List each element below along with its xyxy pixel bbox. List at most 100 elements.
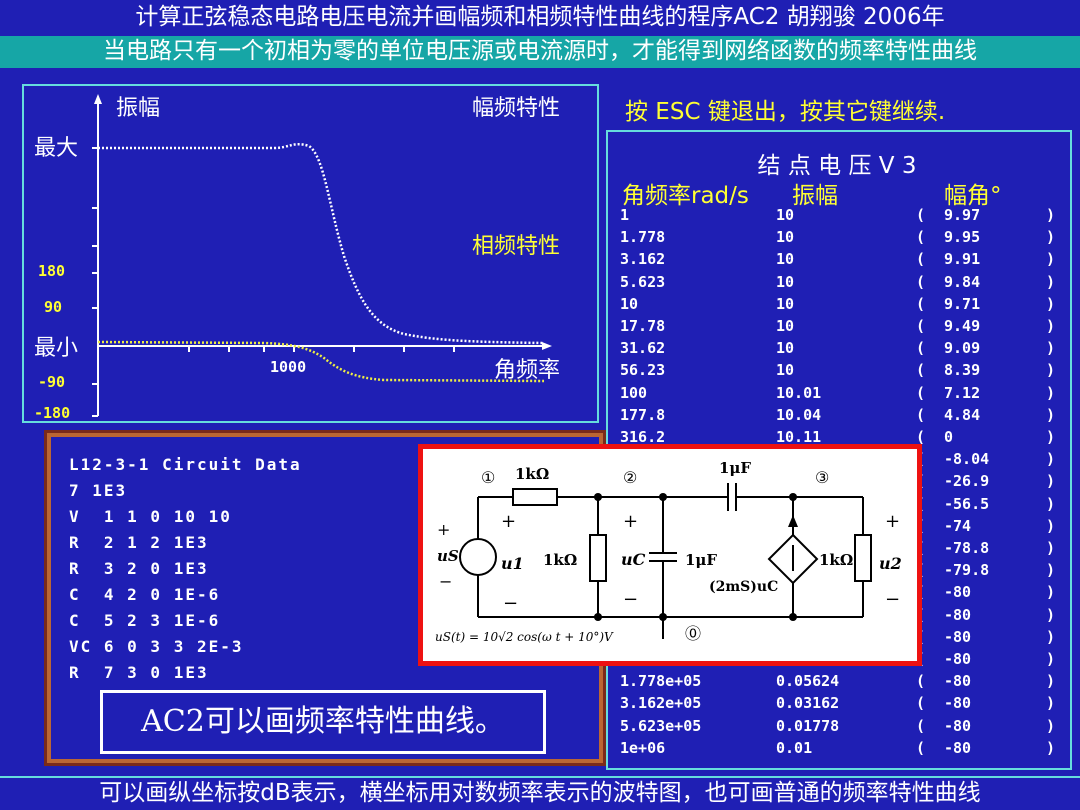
cell-phase: -79.8 — [944, 561, 990, 580]
ccs-arrow-icon — [788, 515, 798, 527]
cell-frequency: 1.778 — [620, 228, 666, 247]
y-tick-label-90: 90 — [44, 298, 63, 316]
circuit-data-line: C 5 2 3 1E-6 — [69, 611, 221, 630]
max-label: 最大 — [34, 136, 79, 161]
close-paren: ) — [1046, 250, 1056, 269]
cell-frequency: 5.623e+05 — [620, 716, 702, 735]
cell-amplitude: 10 — [776, 250, 795, 269]
close-paren: ) — [1046, 516, 1056, 535]
u2-label: u2 — [879, 554, 902, 573]
minus-sign: − — [439, 572, 452, 591]
junction-dot — [789, 493, 797, 501]
cell-phase: -56.5 — [944, 494, 990, 513]
close-paren: ) — [1046, 716, 1056, 735]
cell-frequency: 316.2 — [620, 428, 666, 446]
close-paren: ) — [1046, 317, 1056, 335]
open-paren: ( — [916, 361, 926, 380]
junction-dots — [594, 493, 797, 621]
r3-label: 1kΩ — [819, 551, 853, 569]
node-voltage-header: 结 点 电 压 V 3 — [757, 153, 917, 179]
y-ticks — [92, 147, 98, 417]
cell-phase: 9.95 — [944, 228, 981, 247]
ccs-label: (2mS)uC — [709, 579, 778, 595]
close-paren: ) — [1046, 672, 1056, 691]
cell-frequency: 5.623 — [620, 272, 666, 291]
circuit-data-line: R 7 3 0 1E3 — [69, 663, 209, 682]
junction-dot — [789, 613, 797, 621]
y-tick-label-neg180: -180 — [34, 404, 71, 422]
frequency-plot-panel: 振幅 幅频特性 相频特性 最大 最小 角频率 1000 180 90 -90 -… — [22, 84, 599, 423]
c2-label: 1μF — [719, 459, 751, 477]
circuit-diagram: ① 1kΩ ② 1μF ③ uS u1 1kΩ uC 1μF (2mS)uC 1… — [418, 444, 922, 666]
column-header-phase: 幅角° — [944, 183, 1002, 209]
minus-sign: − — [503, 593, 518, 614]
open-paren: ( — [916, 294, 926, 313]
cell-phase: 9.71 — [944, 294, 981, 313]
cell-frequency: 177.8 — [620, 405, 666, 424]
cell-amplitude: 10 — [776, 317, 795, 335]
close-paren: ) — [1046, 605, 1056, 624]
cell-phase: -80 — [944, 716, 972, 735]
plus-sign: + — [623, 511, 638, 532]
circuit-data-line: R 2 1 2 1E3 — [69, 533, 209, 552]
cell-frequency: 56.23 — [620, 361, 666, 380]
plus-sign: + — [885, 511, 900, 532]
close-paren: ) — [1046, 272, 1056, 291]
close-paren: ) — [1046, 228, 1056, 247]
close-paren: ) — [1046, 206, 1056, 224]
amplitude-axis-label: 振幅 — [116, 96, 161, 121]
open-paren: ( — [916, 716, 926, 735]
circuit-data-line: V 1 1 0 10 10 — [69, 507, 232, 526]
close-paren: ) — [1046, 450, 1056, 469]
cell-frequency: 3.162 — [620, 250, 666, 269]
close-paren: ) — [1046, 583, 1056, 602]
cell-amplitude: 10 — [776, 339, 795, 358]
cell-phase: -80 — [944, 627, 972, 646]
cell-phase: -80 — [944, 694, 972, 713]
cell-phase: -78.8 — [944, 539, 990, 557]
cell-amplitude: 10 — [776, 206, 795, 224]
cell-frequency: 17.78 — [620, 317, 666, 335]
plus-sign: + — [501, 511, 516, 532]
cell-phase: 9.09 — [944, 339, 981, 358]
open-paren: ( — [916, 738, 926, 757]
circuit-data-line: VC 6 0 3 3 2E-3 — [69, 637, 244, 656]
esc-instruction: 按 ESC 键退出，按其它键继续. — [625, 99, 946, 125]
cell-amplitude: 10.04 — [776, 405, 822, 424]
column-header-amplitude: 振幅 — [792, 183, 838, 209]
cell-phase: 4.84 — [944, 405, 981, 424]
subtitle-banner: 当电路只有一个初相为零的单位电压源或电流源时，才能得到网络函数的频率特性曲线 — [0, 36, 1080, 68]
cell-phase: 9.91 — [944, 250, 981, 269]
circuit-schematic: ① 1kΩ ② 1μF ③ uS u1 1kΩ uC 1μF (2mS)uC 1… — [435, 459, 902, 644]
cell-frequency: 10 — [620, 294, 639, 313]
close-paren: ) — [1046, 361, 1056, 380]
cell-phase: -80 — [944, 605, 972, 624]
close-paren: ) — [1046, 339, 1056, 358]
x-tick-label: 1000 — [270, 358, 307, 376]
cell-phase: -80 — [944, 738, 972, 757]
plus-sign: + — [437, 520, 450, 539]
open-paren: ( — [916, 428, 926, 446]
us-label: uS — [437, 547, 459, 565]
close-paren: ) — [1046, 472, 1056, 491]
close-paren: ) — [1046, 561, 1056, 580]
junction-dot — [659, 493, 667, 501]
junction-dot — [594, 493, 602, 501]
cell-amplitude: 0.03162 — [776, 694, 840, 713]
y-tick-label-neg90: -90 — [38, 373, 66, 391]
cell-frequency: 100 — [620, 383, 648, 402]
cell-frequency: 1.778e+05 — [620, 672, 702, 691]
node-3-label: ③ — [815, 468, 829, 487]
minus-sign: − — [623, 589, 638, 610]
